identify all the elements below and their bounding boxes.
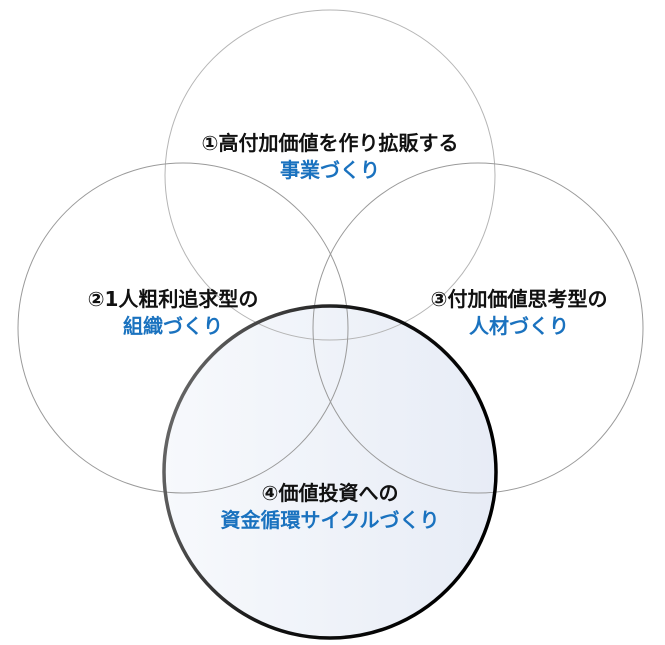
circle-3-subtitle: 人材づくり — [469, 314, 569, 338]
circle-1-title: ①高付加価値を作り拡販する — [201, 131, 459, 155]
label-circle-2: ②1人粗利追求型の 組織づくり — [88, 286, 259, 340]
label-circle-4: ④価値投資への 資金循環サイクルづくり — [221, 480, 440, 534]
circle-2 — [17, 162, 349, 494]
circle-2-title: ②1人粗利追求型の — [87, 287, 259, 311]
circle-4-subtitle: 資金循環サイクルづくり — [220, 508, 440, 532]
circle-1 — [164, 9, 496, 341]
circle-3-title: ③付加価値思考型の — [430, 287, 608, 311]
circle-4 — [162, 304, 498, 640]
circle-3 — [312, 162, 644, 494]
label-circle-1: ①高付加価値を作り拡販する 事業づくり — [202, 130, 459, 184]
circle-4-fill — [164, 306, 496, 638]
circle-2-subtitle: 組織づくり — [122, 314, 223, 338]
circle-1-subtitle: 事業づくり — [280, 158, 380, 182]
label-circle-3: ③付加価値思考型の 人材づくり — [431, 286, 608, 340]
circle-4-title: ④価値投資への — [261, 481, 399, 505]
